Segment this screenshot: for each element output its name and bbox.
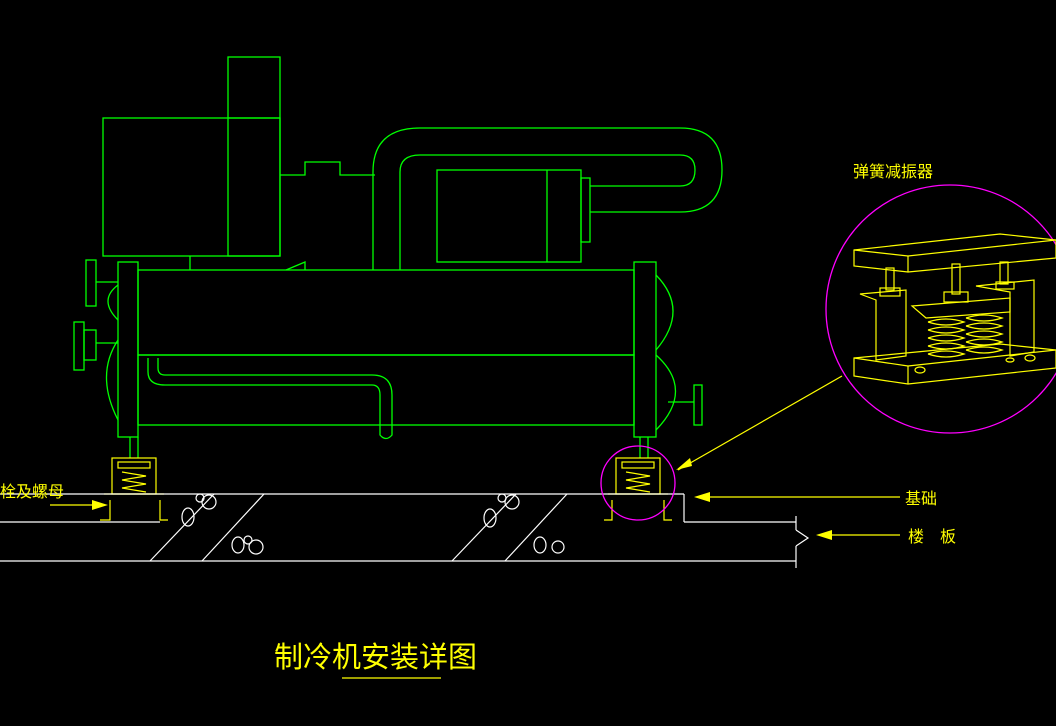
chiller-unit (73, 56, 723, 458)
leader-lines (50, 492, 900, 679)
foundation-slab (0, 493, 810, 568)
spring-mount-left (104, 457, 164, 495)
floor-slab-label: 楼 板 (908, 527, 956, 546)
spring-damper-label: 弹簧减振器 (853, 162, 933, 181)
foundation-label: 基础 (905, 489, 937, 508)
spring-damper-detail (853, 233, 1056, 385)
detail-callout (600, 184, 1056, 521)
bolt-nut-label: 栓及螺母 (0, 482, 64, 501)
spring-mount-right (608, 457, 668, 495)
drawing-title: 制冷机安装详图 (274, 640, 477, 674)
